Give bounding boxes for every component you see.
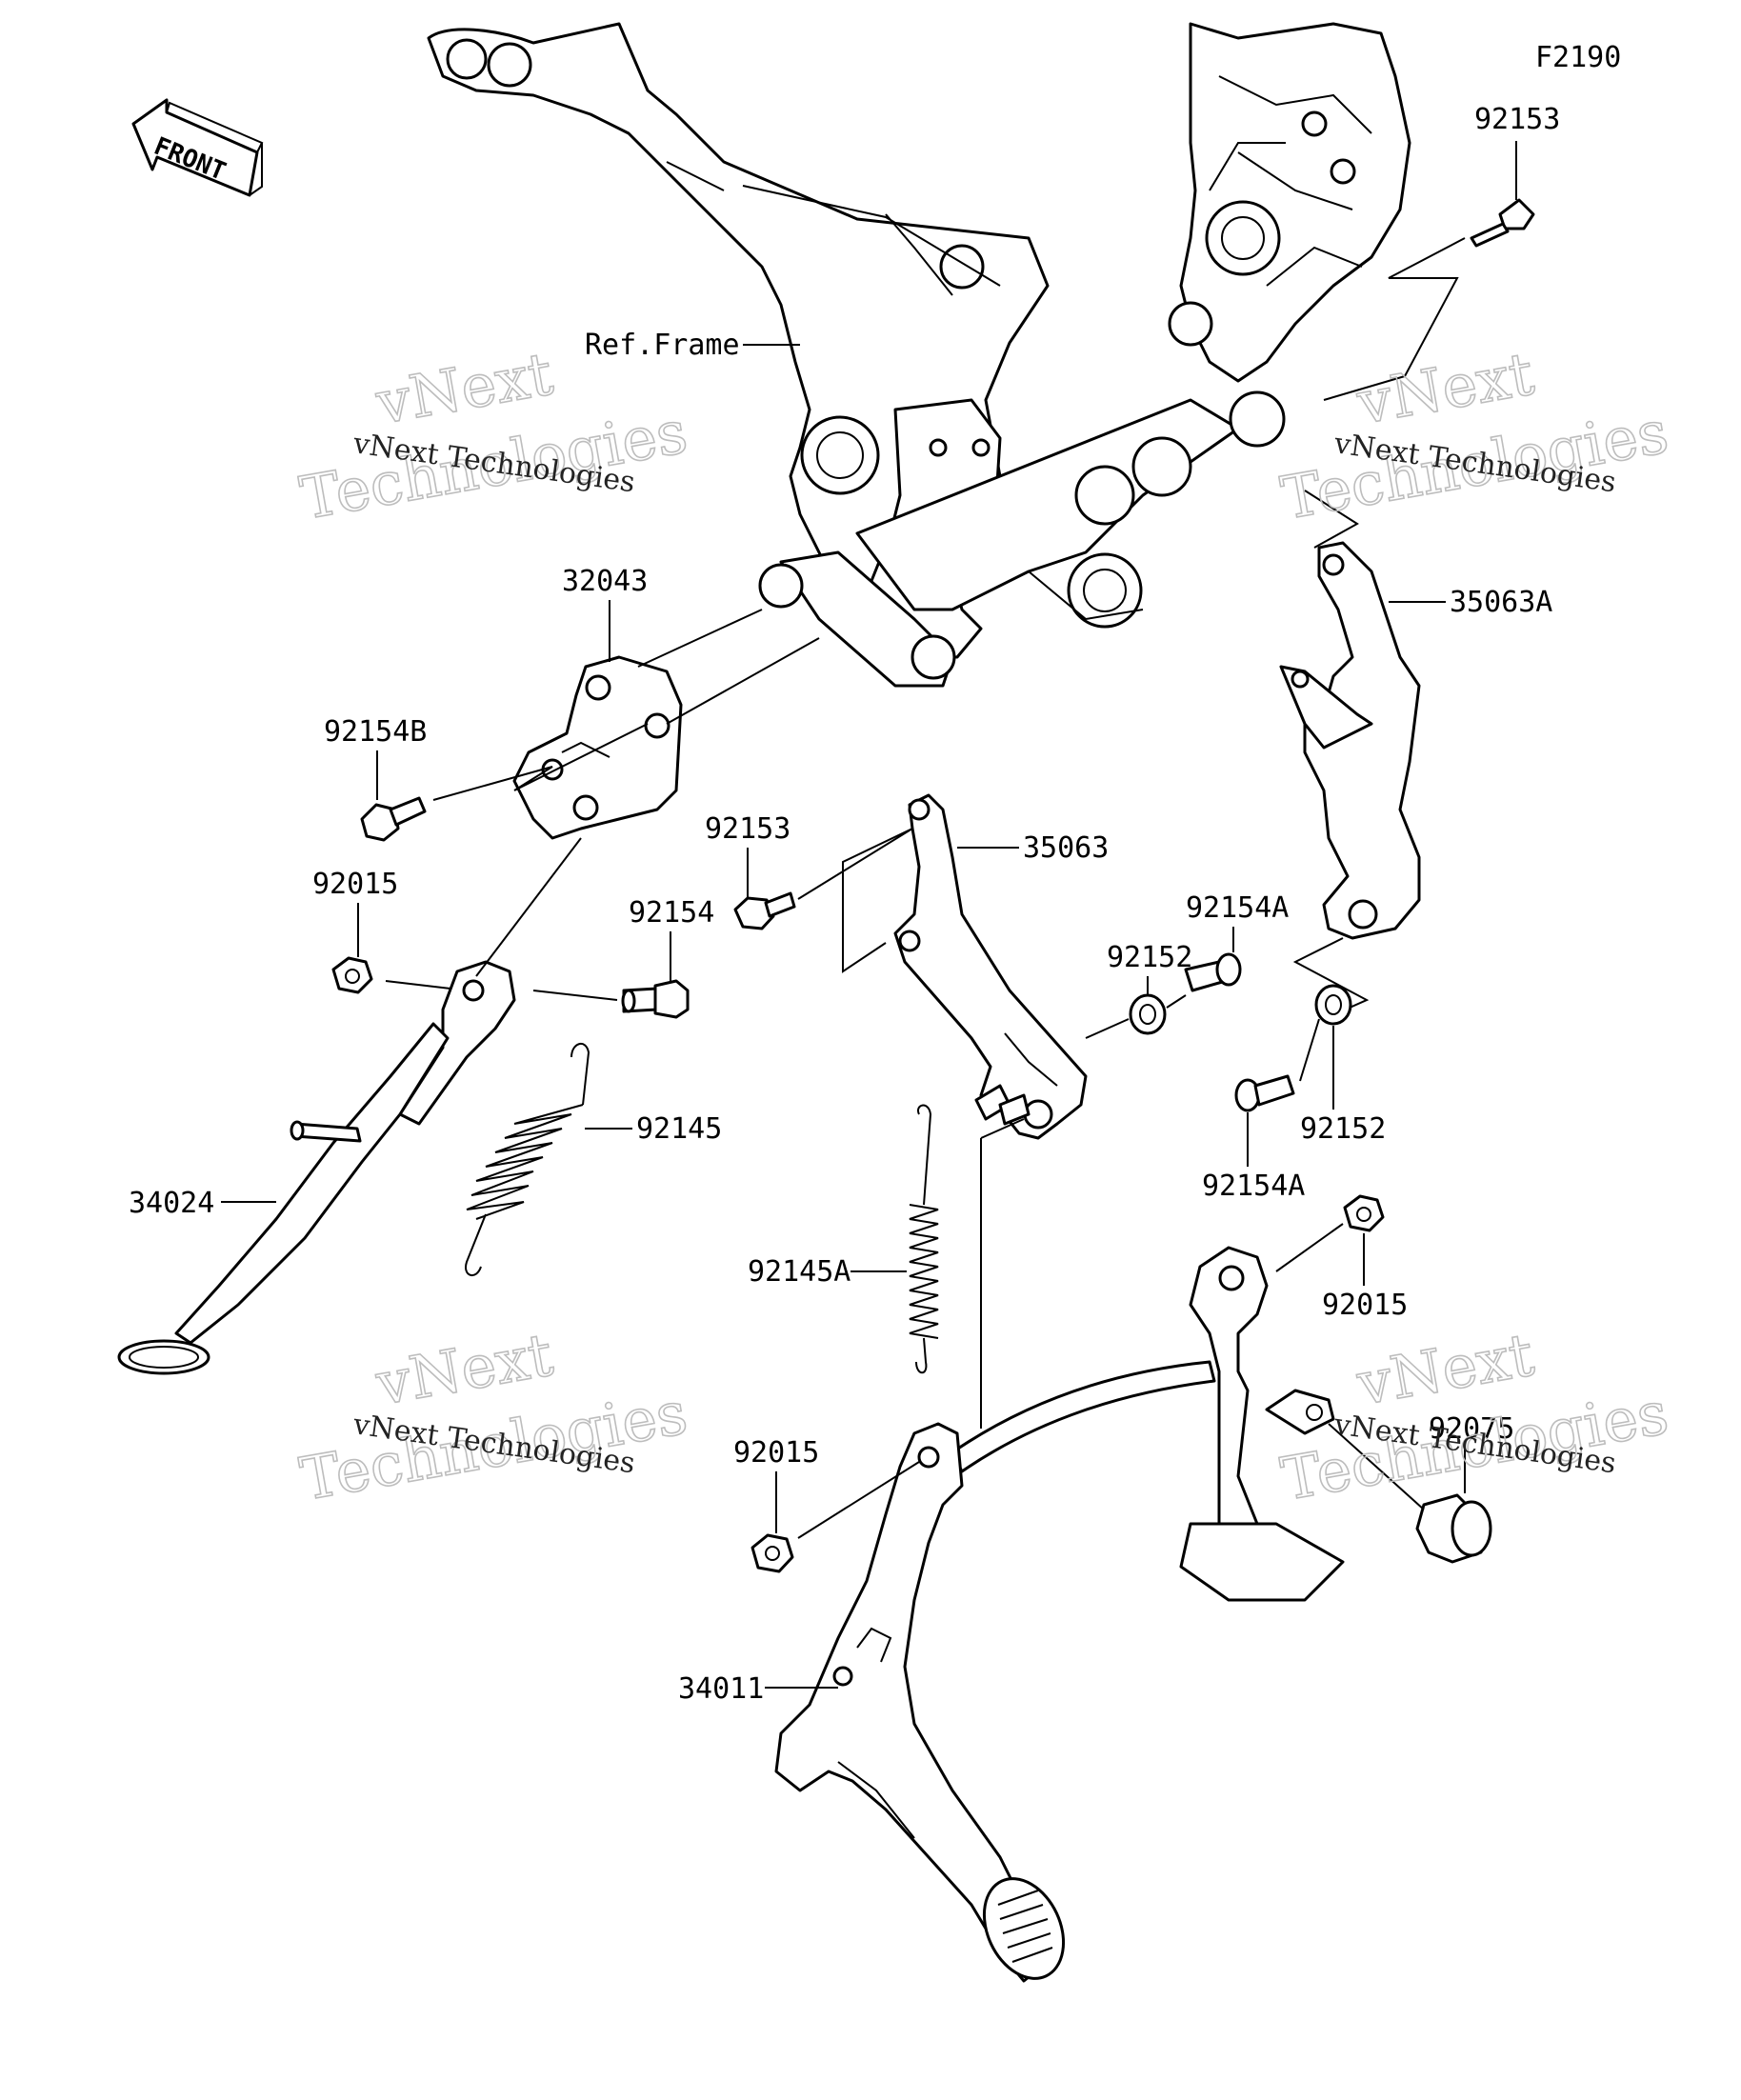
assembly-line-32043-b — [666, 637, 820, 725]
nut-92015-right — [1343, 1194, 1385, 1232]
diagram-code: F2190 — [1535, 41, 1621, 74]
assembly-line-92015-right — [1275, 1223, 1344, 1272]
watermark-top-right: vNext Technologies vNext Technologies — [1275, 338, 1673, 534]
watermark-top-left: vNext Technologies vNext Technologies — [294, 338, 692, 534]
label-92015-left: 92015 — [312, 868, 398, 901]
frame-right-section — [1168, 22, 1411, 383]
side-stand-34024 — [117, 960, 516, 1375]
bolt-92154B — [360, 796, 427, 842]
label-92015-bottom: 92015 — [733, 1436, 819, 1470]
spacer-92152-left — [1129, 993, 1167, 1035]
bracket-32043 — [512, 655, 683, 840]
label-92075: 92075 — [1429, 1412, 1514, 1446]
damper-92075 — [1415, 1493, 1492, 1564]
label-35063A: 35063A — [1450, 586, 1552, 619]
spacer-92152-right — [1314, 984, 1352, 1026]
spring-92145 — [465, 1043, 590, 1276]
bolt-92154 — [621, 979, 690, 1019]
label-32043: 32043 — [562, 565, 648, 598]
front-arrow-icon: FRONT — [131, 98, 264, 197]
arm-35063 — [893, 793, 1088, 1140]
label-92145A: 92145A — [748, 1255, 850, 1289]
label-34011: 34011 — [678, 1672, 764, 1706]
nut-92015-left — [331, 956, 373, 994]
bolt-92154A-bottom — [1234, 1074, 1295, 1112]
assembly-line-34011-b — [980, 1118, 1025, 1139]
assembly-line-32043 — [637, 609, 763, 668]
label-92154A-top: 92154A — [1186, 891, 1289, 925]
label-92145: 92145 — [636, 1112, 722, 1146]
label-92154: 92154 — [629, 896, 714, 930]
assembly-line-34024 — [475, 837, 582, 977]
assembly-line-92075 — [1328, 1423, 1425, 1510]
label-92153-mid: 92153 — [705, 812, 790, 846]
label-92153-top: 92153 — [1474, 103, 1560, 136]
main-stand-34011 — [774, 1093, 1345, 1983]
assembly-line-92154B — [432, 723, 649, 801]
assembly-line-pair-top — [1085, 1018, 1130, 1039]
watermark-bottom-right: vNext Technologies vNext Technologies — [1275, 1319, 1673, 1515]
label-35063: 35063 — [1023, 831, 1109, 865]
frame-cross-tube — [758, 390, 1286, 688]
assembly-line-35063A — [1304, 490, 1359, 549]
label-92152-right: 92152 — [1300, 1112, 1386, 1146]
label-92154B: 92154B — [324, 715, 427, 749]
spring-92145A — [909, 1104, 939, 1374]
label-ref-frame: Ref.Frame — [585, 329, 740, 362]
bolt-92154A-top — [1184, 952, 1242, 992]
assembly-line-pair-bottom — [1299, 1018, 1320, 1082]
assembly-line-92015-bottom — [797, 1461, 920, 1539]
bolt-92153-mid — [733, 891, 796, 930]
bolt-92153-top — [1470, 198, 1535, 248]
assembly-line-pair-top-b — [1166, 994, 1187, 1009]
watermark-bottom-left: vNext Technologies vNext Technologies — [294, 1319, 692, 1515]
assembly-line-92153-mid — [797, 828, 913, 900]
label-34024: 34024 — [129, 1187, 214, 1220]
label-92154A-bottom: 92154A — [1202, 1170, 1305, 1203]
assembly-line-35063 — [842, 828, 913, 973]
assembly-line-92153-top — [1323, 237, 1466, 401]
assembly-line-92154 — [532, 990, 618, 1001]
nut-92015-bottom — [750, 1533, 794, 1573]
arm-35063A — [1279, 541, 1421, 940]
label-92015-right: 92015 — [1322, 1289, 1408, 1322]
label-92152-left: 92152 — [1107, 941, 1192, 974]
